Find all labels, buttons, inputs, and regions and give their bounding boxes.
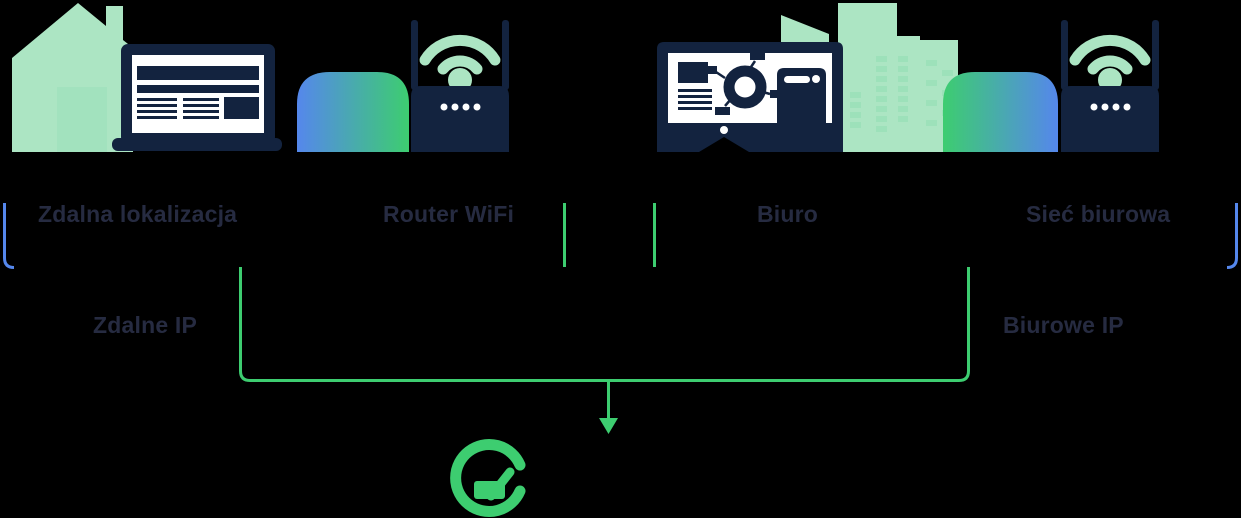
check-circle-icon [450,439,526,517]
monitor-stand [699,137,749,152]
laptop-base [112,138,282,151]
monitor-power-led [720,126,728,134]
house-icon [12,3,133,152]
connector-bracket [3,203,1238,382]
wifi-router-icon [1061,20,1159,152]
label-remote-ip: Zdalne IP [93,312,198,338]
arrow-down-icon [599,380,618,434]
house-door [57,87,107,152]
wifi-router-icon [411,20,509,152]
gradient-blob-left [297,72,409,152]
laptop-screen-content [137,66,259,119]
label-office-ip: Biurowe IP [1003,312,1124,338]
label-remote-location: Zdalna lokalizacja [38,201,238,227]
router-leds [440,103,481,111]
laptop-icon [112,44,282,151]
donut-chart [723,65,767,109]
label-office-network: Sieć biurowa [1026,201,1171,227]
office-buildings-icon [781,3,958,152]
gradient-blob-right [943,72,1058,152]
label-router-wifi: Router WiFi [383,201,515,227]
tower-pc-icon [777,68,826,152]
wifi-signal-icon [419,34,501,92]
label-office: Biuro [757,201,819,227]
bottom-bracket-line [239,267,970,382]
